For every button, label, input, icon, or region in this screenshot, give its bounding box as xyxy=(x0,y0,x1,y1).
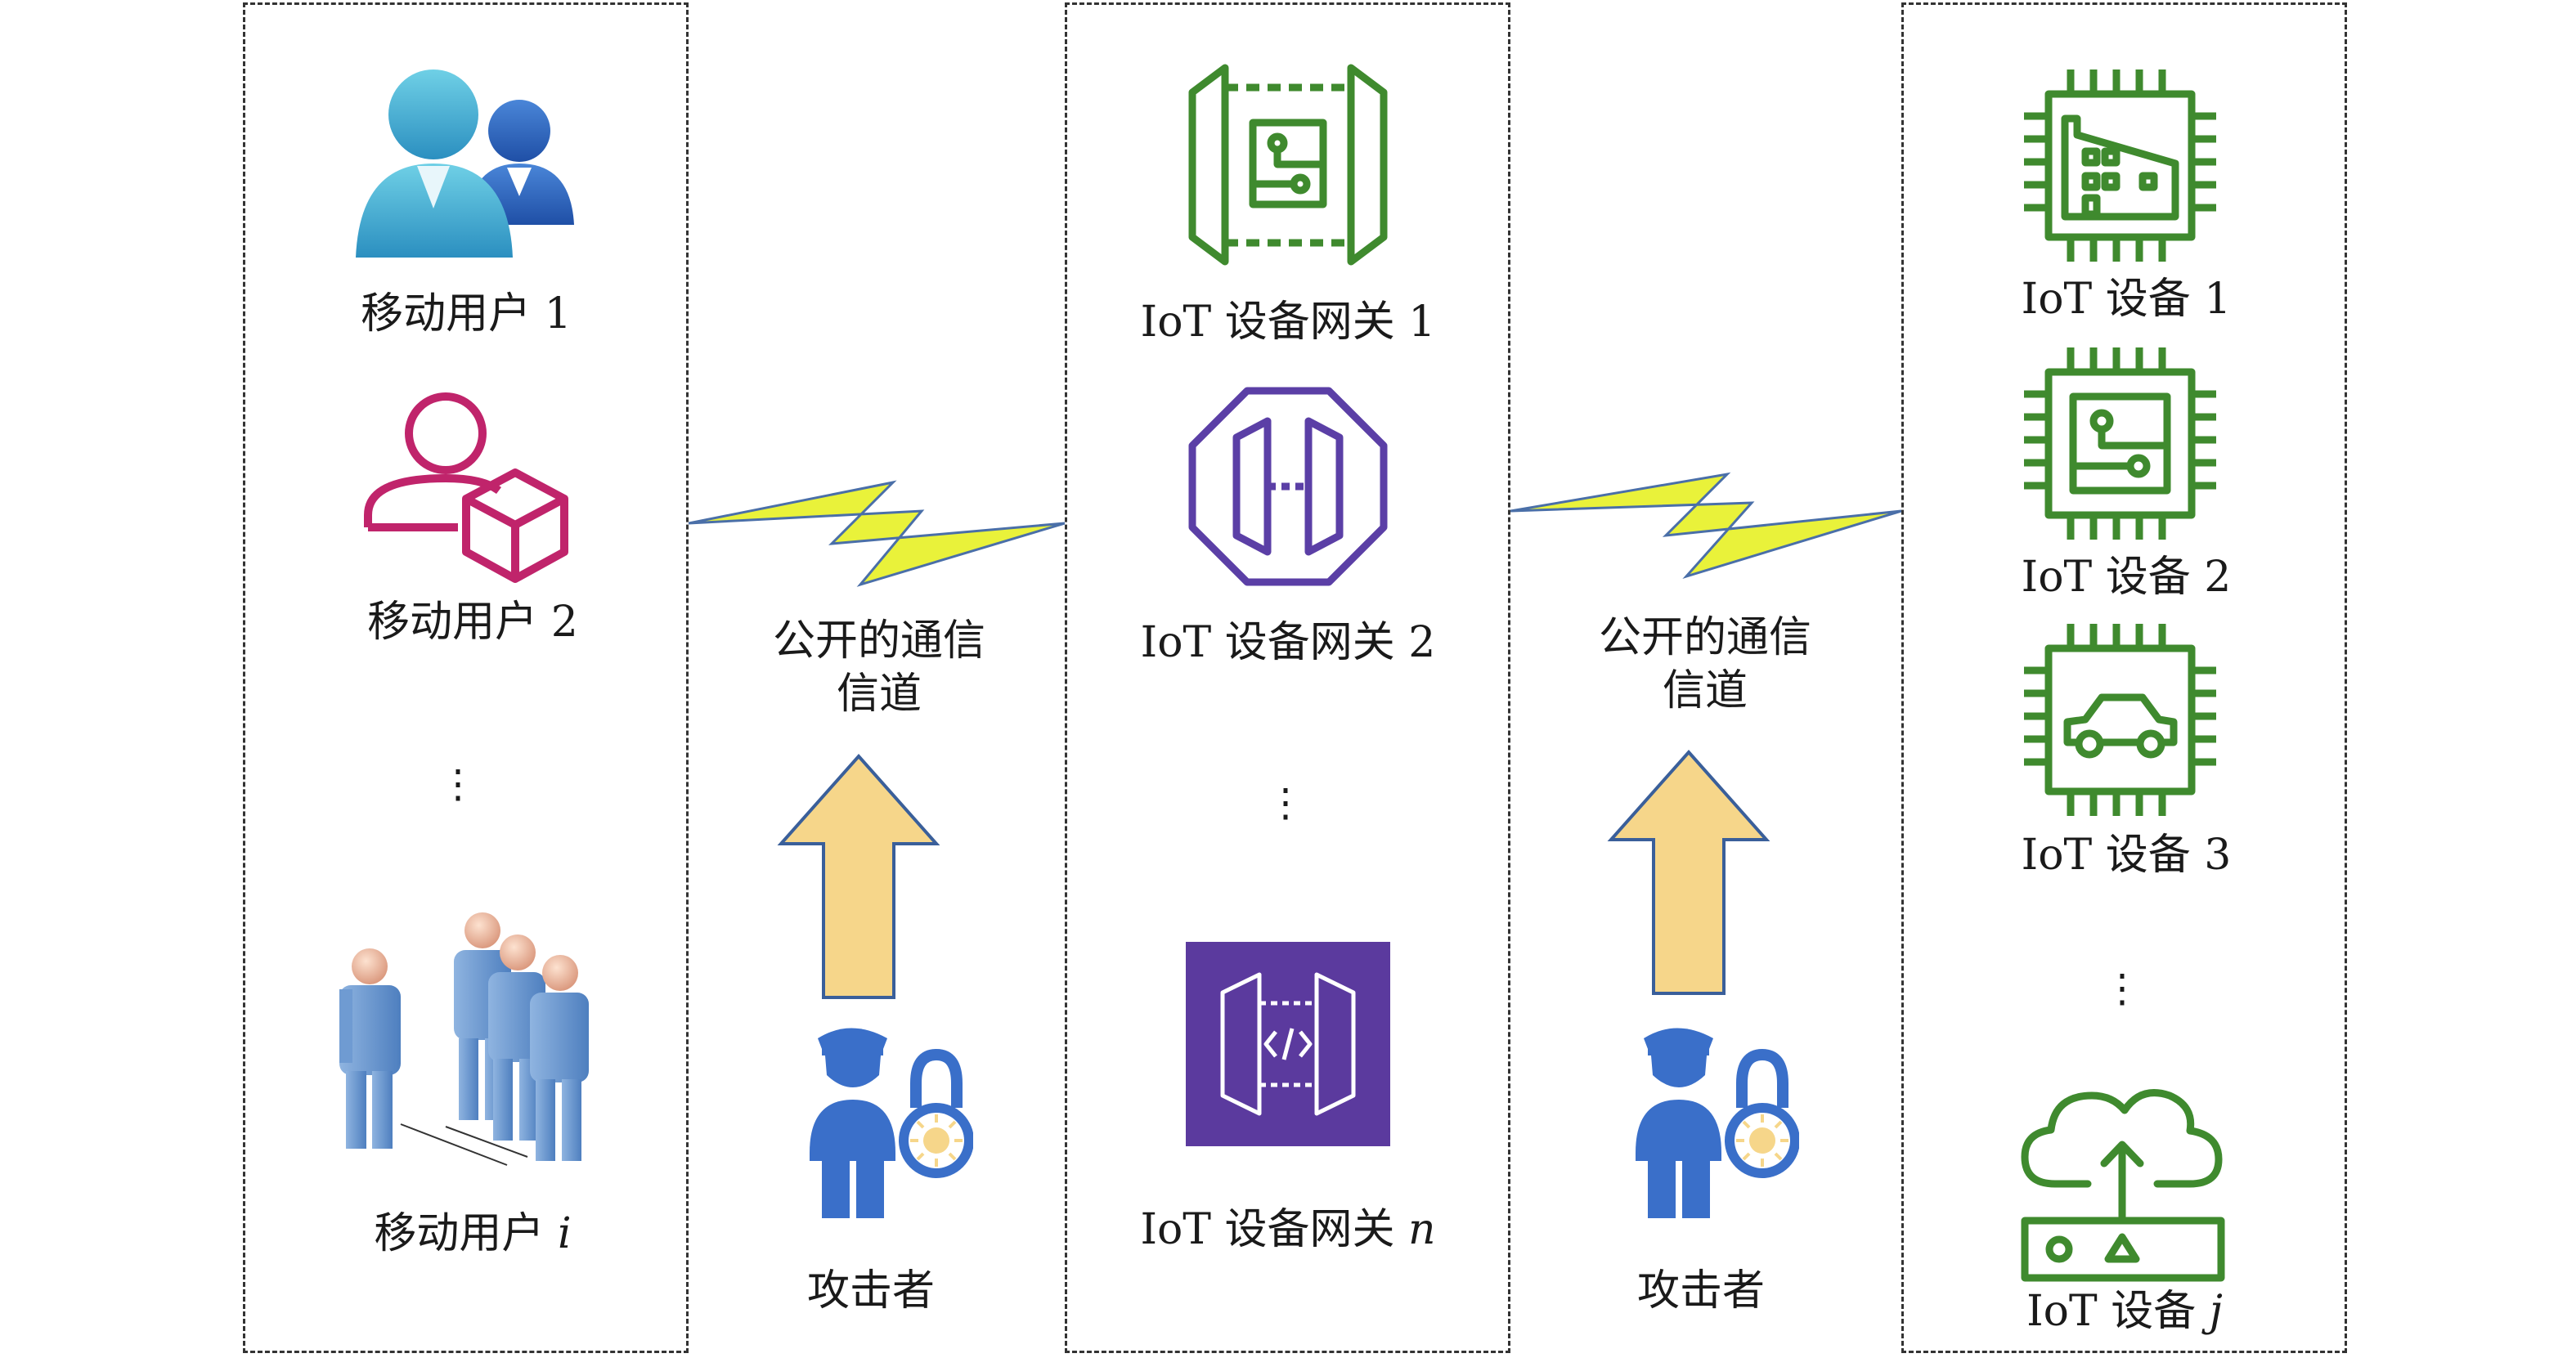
iot-device-panel xyxy=(1901,2,2347,1353)
public-channel-label-1: 公开的通信 信道 xyxy=(772,616,985,719)
mobile-user-ellipsis: ⋮ xyxy=(438,761,478,807)
mobile-user-label-i: 移动用户 i xyxy=(374,1209,572,1258)
gateway-icon xyxy=(1188,64,1388,266)
gateway-label-1: IoT 设备网关 1 xyxy=(1140,298,1436,347)
iot-device-label-1: IoT 设备 1 xyxy=(2021,275,2232,324)
lightning-channel-icon xyxy=(1510,472,1901,579)
octagon-gateway-icon xyxy=(1188,387,1388,586)
crowd-icon xyxy=(339,912,589,1166)
mobile-user-label-1: 移动用户 1 xyxy=(361,289,572,338)
cloud-upload-device-icon xyxy=(2021,1089,2225,1282)
attacker-label-1: 攻击者 xyxy=(806,1266,936,1315)
attacker-icon xyxy=(1636,1028,1799,1218)
gateway-panel xyxy=(1065,2,1510,1353)
gateway-label-2: IoT 设备网关 2 xyxy=(1140,618,1436,667)
mobile-user-panel xyxy=(243,2,689,1353)
attacker-label-2: 攻击者 xyxy=(1636,1266,1766,1315)
gateway-label-n: IoT 设备网关 n xyxy=(1140,1205,1436,1254)
up-arrow-icon xyxy=(1607,749,1770,995)
user-group-icon xyxy=(356,69,574,258)
public-channel-label-2: 公开的通信 信道 xyxy=(1598,613,1811,715)
gateway-ellipsis: ⋮ xyxy=(1266,780,1305,826)
car-chip-icon xyxy=(2024,624,2216,816)
up-arrow-icon xyxy=(777,753,940,999)
user-package-icon xyxy=(364,392,568,583)
factory-chip-icon xyxy=(2024,69,2216,262)
iot-device-label-2: IoT 设备 2 xyxy=(2021,553,2232,602)
lightning-channel-icon xyxy=(689,480,1065,587)
chip-icon xyxy=(2024,347,2216,540)
api-gateway-icon xyxy=(1186,942,1390,1146)
mobile-user-label-2: 移动用户 2 xyxy=(367,598,578,647)
iot-device-ellipsis: ⋮ xyxy=(2103,966,2142,1011)
iot-device-label-3: IoT 设备 3 xyxy=(2021,831,2232,880)
attacker-icon xyxy=(810,1028,973,1218)
iot-device-label-j: IoT 设备 j xyxy=(2026,1287,2223,1336)
